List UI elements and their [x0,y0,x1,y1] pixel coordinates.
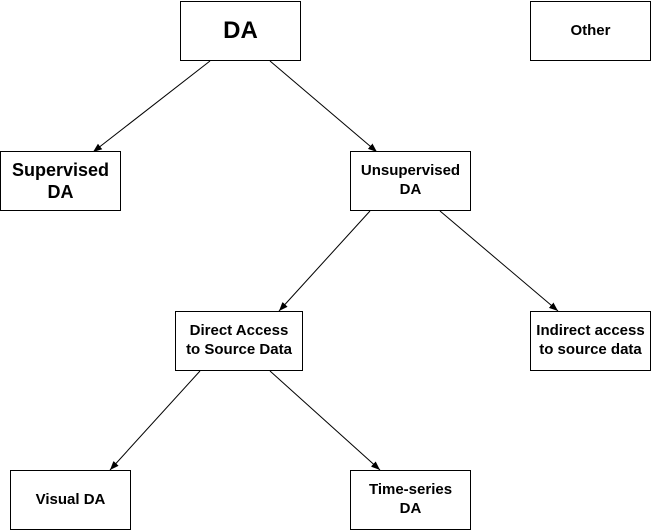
node-direct-access-label: Direct Access to Source Data [186,322,292,358]
node-visual-da-label: Visual DA [35,490,106,508]
node-da-label: DA [223,17,258,44]
node-da[interactable]: DA [180,1,301,61]
node-visual-da[interactable]: Visual DA [10,470,131,530]
node-unsupervised-da-label: Unsupervised DA [360,162,461,198]
node-supervised-da[interactable]: Supervised DA [0,151,121,211]
edge-direct-to-timeseries [269,370,381,471]
edge-da-to-unsupervised [269,60,378,153]
node-timeseries-da[interactable]: Time-series DA [350,470,471,530]
edge-unsupervised-to-direct [278,210,371,312]
node-supervised-da-label: Supervised DA [11,159,110,203]
node-timeseries-da-label: Time-series DA [368,481,453,517]
node-indirect-access-label: Indirect access to source data [536,322,645,358]
edge-unsupervised-to-indirect [439,210,559,312]
node-other[interactable]: Other [530,1,651,61]
node-unsupervised-da[interactable]: Unsupervised DA [350,151,471,211]
node-direct-access[interactable]: Direct Access to Source Data [175,311,303,371]
edge-direct-to-visual [109,370,201,471]
edge-da-to-supervised [92,60,211,153]
node-indirect-access[interactable]: Indirect access to source data [530,311,651,371]
node-other-label: Other [570,21,611,39]
